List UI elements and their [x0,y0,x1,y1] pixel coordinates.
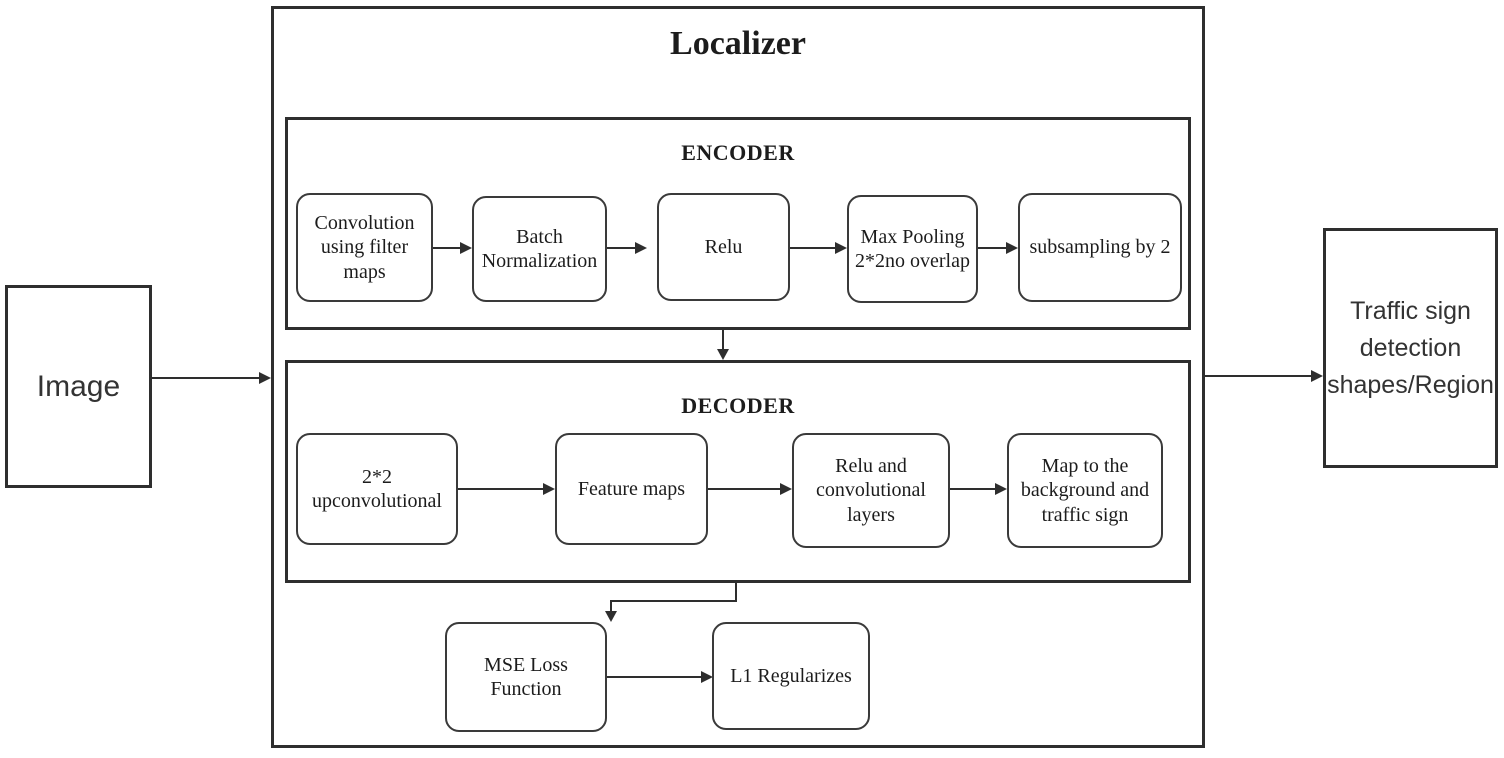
encoder-box-convolution: Convolution using filter maps [296,193,433,302]
decoder-box-map-background: Map to the background and traffic sign [1007,433,1163,548]
encoder-box-convolution-label: Convolution using filter maps [314,211,415,283]
arrow-dec-3-head [995,483,1007,495]
arrow-dec-2-head [780,483,792,495]
decoder-section: DECODER 2*2 upconvolutional Feature maps… [285,360,1191,583]
arrow-localizer-to-output-head [1311,370,1323,382]
arrow-decoder-to-mse-seg1 [735,583,737,602]
arrow-enc-4-head [1006,242,1018,254]
arrow-dec-2-line [708,488,781,490]
encoder-box-relu: Relu [657,193,790,301]
encoder-box-max-pooling-label: Max Pooling 2*2no overlap [855,225,970,272]
arrow-mse-to-l1-line [607,676,702,678]
arrow-enc-2-head [635,242,647,254]
decoder-box-feature-maps: Feature maps [555,433,708,545]
mse-loss-label: MSE Loss Function [484,653,568,700]
l1-regularizes-label: L1 Regularizes [730,664,852,687]
localizer-container: Localizer ENCODER Convolution using filt… [271,6,1205,748]
encoder-box-subsampling: subsampling by 2 [1018,193,1182,302]
encoder-box-batch-norm: Batch Normalization [472,196,607,302]
decoder-box-upconvolutional: 2*2 upconvolutional [296,433,458,545]
arrow-image-to-localizer-line [152,377,259,379]
decoder-label: DECODER [681,393,795,418]
arrow-encoder-to-decoder-head [717,349,729,360]
arrow-enc-4-line [978,247,1007,249]
arrow-dec-1-line [458,488,544,490]
decoder-box-upconvolutional-label: 2*2 upconvolutional [312,465,442,512]
arrow-enc-2-line [607,247,636,249]
output-traffic-sign-box: Traffic sign detection shapes/Region [1323,228,1498,468]
encoder-box-max-pooling: Max Pooling 2*2no overlap [847,195,978,303]
output-traffic-sign-label: Traffic sign detection shapes/Region [1327,296,1494,399]
mse-loss-box: MSE Loss Function [445,622,607,732]
arrow-enc-1-line [433,247,461,249]
arrow-localizer-to-output-line [1205,375,1311,377]
input-image-label: Image [36,369,121,403]
arrow-enc-1-head [460,242,472,254]
arrow-encoder-to-decoder-line [722,330,724,351]
decoder-box-relu-conv: Relu and convolutional layers [792,433,950,548]
localizer-title: Localizer [670,25,806,62]
encoder-section: ENCODER Convolution using filter maps Ba… [285,117,1191,330]
arrow-dec-1-head [543,483,555,495]
encoder-box-relu-label: Relu [704,235,743,258]
decoder-box-relu-conv-label: Relu and convolutional layers [816,454,926,526]
arrow-enc-3-line [790,247,836,249]
l1-regularizes-box: L1 Regularizes [712,622,870,730]
encoder-box-batch-norm-label: Batch Normalization [481,225,598,272]
arrow-mse-to-l1-head [701,671,713,683]
arrow-decoder-to-mse-head [605,611,617,622]
arrow-image-to-localizer-head [259,372,271,384]
encoder-box-subsampling-label: subsampling by 2 [1029,236,1171,259]
encoder-label: ENCODER [681,140,795,165]
arrow-enc-3-head [835,242,847,254]
arrow-decoder-to-mse-seg3 [610,600,612,613]
decoder-box-map-background-label: Map to the background and traffic sign [1020,454,1150,526]
decoder-box-feature-maps-label: Feature maps [577,477,686,500]
arrow-decoder-to-mse-seg2 [611,600,737,602]
arrow-dec-3-line [950,488,996,490]
input-image-box: Image [5,285,152,488]
